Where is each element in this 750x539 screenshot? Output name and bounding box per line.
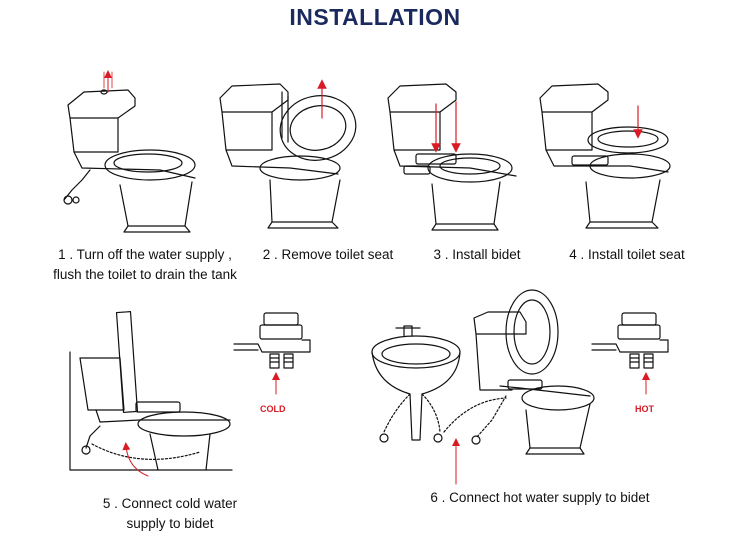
- step4-toilet-drawing: [539, 83, 671, 229]
- step4-caption: 4 . Install toilet seat: [569, 247, 685, 262]
- step5-arrow: [122, 442, 149, 477]
- step5-caption: 5 . Connect cold water supply to bidet: [102, 496, 238, 531]
- step6-caption: 6 . Connect hot water supply to bidet: [430, 490, 650, 505]
- step1-toilet-drawing: [63, 89, 196, 233]
- cold-label: COLD: [260, 404, 286, 414]
- step3-caption: 3 . Install bidet: [433, 247, 521, 262]
- step6-sink-drawing: [371, 325, 461, 443]
- step2-caption: 2 . Remove toilet seat: [262, 247, 394, 262]
- hot-label: HOT: [635, 404, 654, 414]
- step6-toilet-drawing: [443, 289, 595, 455]
- hot-connector-detail: [591, 312, 669, 369]
- step3-toilet-drawing: [387, 83, 517, 231]
- cold-connector-detail: [233, 312, 311, 369]
- page-title: INSTALLATION: [289, 4, 461, 30]
- step1-caption: 1 . Turn off the water supply , flush th…: [53, 247, 237, 282]
- step5-toilet-drawing: [69, 311, 233, 471]
- step2-toilet-drawing: [219, 83, 357, 229]
